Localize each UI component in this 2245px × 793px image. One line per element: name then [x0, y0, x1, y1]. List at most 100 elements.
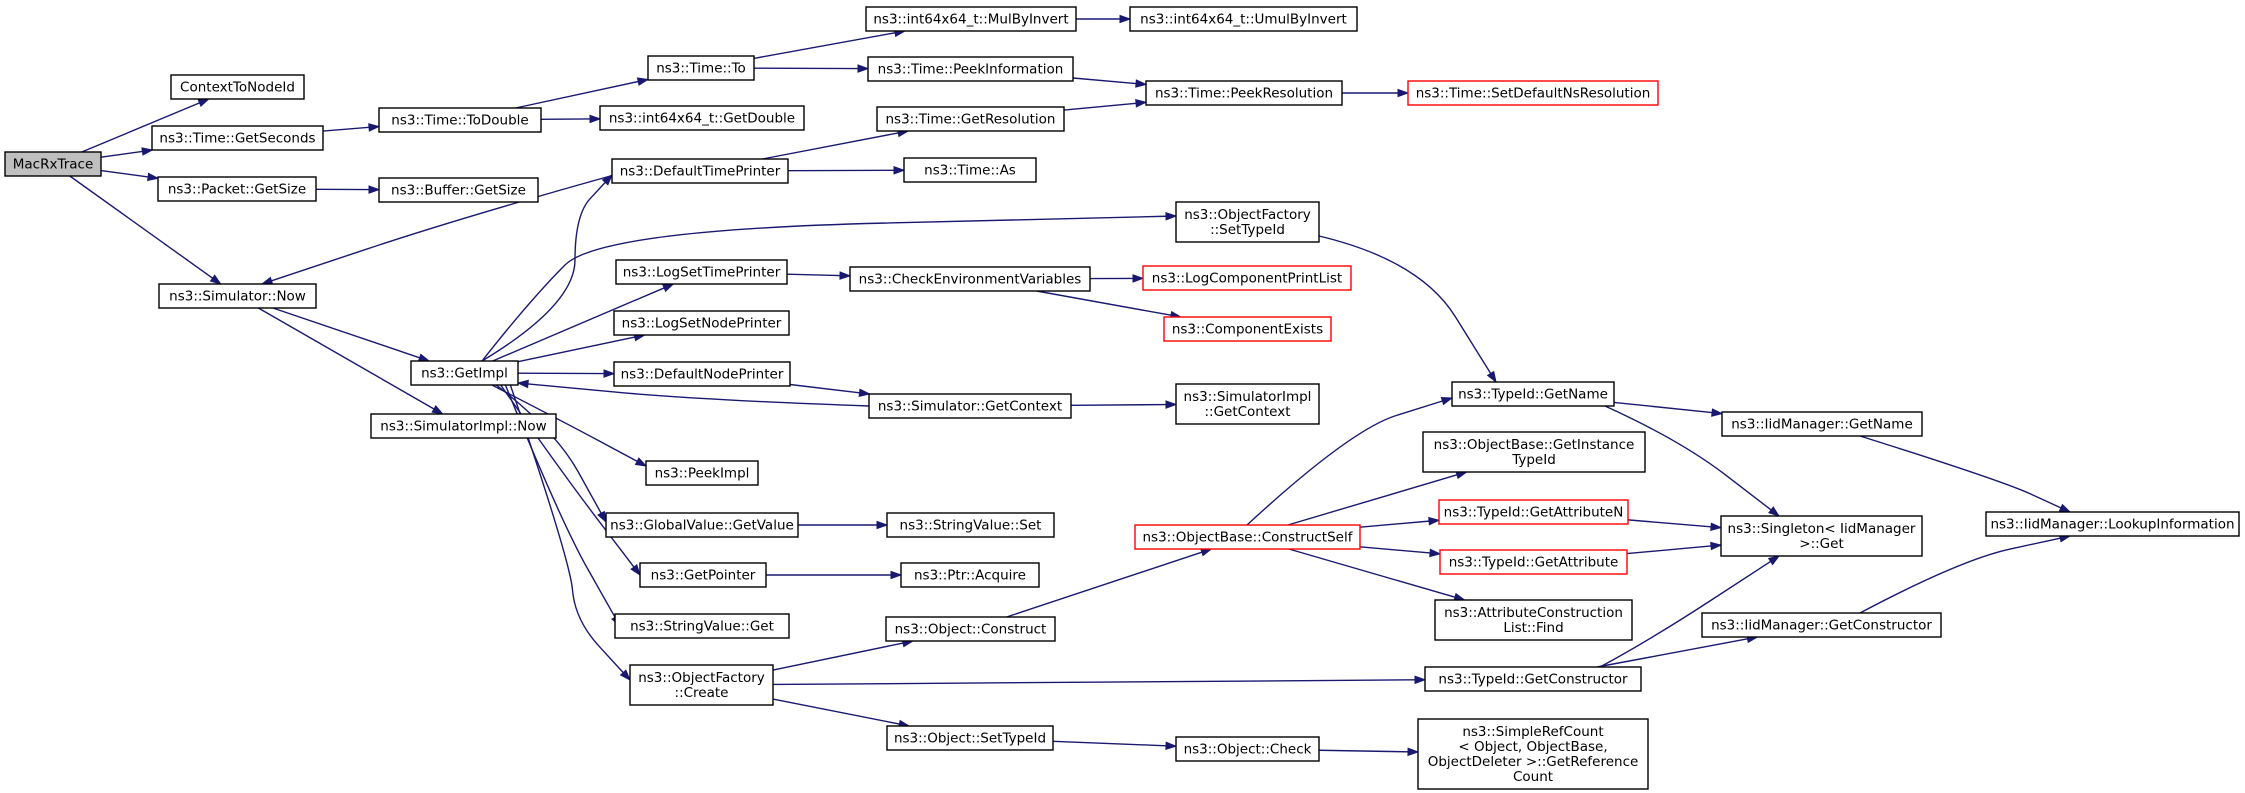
node-peekimpl[interactable]: ns3::PeekImpl [645, 460, 759, 486]
node-simulatorimpl_now[interactable]: ns3::SimulatorImpl::Now [370, 413, 557, 439]
edge-typeid_getattributen-to-singleton_get [1627, 519, 1723, 532]
node-objectbase_constructself[interactable]: ns3::ObjectBase::ConstructSelf [1134, 524, 1361, 550]
edge-line [1063, 102, 1137, 111]
node-componentexists[interactable]: ns3::ComponentExists [1163, 316, 1332, 342]
node-buffer_getsize[interactable]: ns3::Buffer::GetSize [378, 177, 539, 203]
edge-getimpl-to-defaulttimeprinter [481, 173, 614, 362]
node-int64_getdouble[interactable]: ns3::int64x64_t::GetDouble [599, 105, 805, 131]
node-iidmanager_getconstructor[interactable]: ns3::IidManager::GetConstructor [1701, 612, 1942, 638]
edge-objectfactory_create-to-object_construct [772, 638, 915, 671]
node-typeid_getconstructor[interactable]: ns3::TypeId::GetConstructor [1424, 666, 1642, 692]
node-typeid_getname[interactable]: ns3::TypeId::GetName [1451, 381, 1615, 407]
node-time_peekresolution[interactable]: ns3::Time::PeekResolution [1145, 80, 1343, 106]
node-getimpl[interactable]: ns3::GetImpl [410, 360, 519, 386]
node-simplerefcount_getreferencecount[interactable]: ns3::SimpleRefCount< Object, ObjectBase,… [1417, 718, 1649, 790]
node-label: ns3::LogSetNodePrinter [622, 316, 782, 332]
node-box [1720, 515, 1923, 557]
node-objectfactory_settypeid[interactable]: ns3::ObjectFactory::SetTypeId [1175, 201, 1320, 243]
edge-objectfactory_create-to-object_settypeid [772, 698, 911, 729]
edge-line [772, 698, 900, 725]
edge-arrowhead [1132, 274, 1145, 283]
node-label: ns3::Simulator::Now [169, 289, 306, 305]
node-simulatorimpl_getcontext[interactable]: ns3::SimulatorImpl::GetContext [1175, 383, 1320, 425]
edge-getimpl-to-logsetnodeprinter [517, 332, 647, 363]
node-logsetnodeprinter[interactable]: ns3::LogSetNodePrinter [613, 310, 790, 336]
edge-line [515, 80, 639, 109]
edge-line [481, 181, 606, 362]
node-time_todouble[interactable]: ns3::Time::ToDouble [378, 107, 542, 133]
node-time_getresolution[interactable]: ns3::Time::GetResolution [876, 106, 1065, 132]
node-label: ns3::ObjectFactory [1184, 207, 1311, 223]
node-objectfactory_create[interactable]: ns3::ObjectFactory::Create [629, 664, 774, 706]
node-time_to[interactable]: ns3::Time::To [647, 55, 755, 81]
node-box [868, 393, 1072, 419]
node-object_construct[interactable]: ns3::Object::Construct [885, 616, 1056, 642]
node-label: ns3::Buffer::GetSize [391, 183, 526, 199]
node-stringvalue_get[interactable]: ns3::StringValue::Get [614, 613, 790, 639]
node-label: ns3::Time::As [924, 163, 1016, 179]
node-label: ns3::TypeId::GetAttribute [1449, 555, 1619, 571]
node-defaulttimeprinter[interactable]: ns3::DefaultTimePrinter [611, 158, 789, 184]
node-box [613, 361, 791, 387]
edge-arrowhead [1486, 370, 1497, 384]
node-globalvalue_getvalue[interactable]: ns3::GlobalValue::GetValue [605, 512, 799, 538]
edge-arrowhead [368, 185, 381, 194]
node-logsettimeprinter[interactable]: ns3::LogSetTimePrinter [615, 259, 788, 285]
edge-macrxtrace-to-time_getseconds [100, 147, 154, 158]
node-box [1424, 666, 1642, 692]
edge-arrowhead [260, 276, 274, 285]
node-box [615, 259, 788, 285]
node-getpointer[interactable]: ns3::GetPointer [639, 562, 767, 588]
node-label: List::Find [1503, 620, 1563, 636]
node-label: ns3::TypeId::GetAttributeN [1444, 505, 1624, 521]
node-time_as[interactable]: ns3::Time::As [903, 157, 1037, 183]
node-label: ns3::SimulatorImpl::Now [380, 419, 546, 435]
edge-line [517, 336, 635, 363]
node-defaultnodeprinter[interactable]: ns3::DefaultNodePrinter [613, 361, 791, 387]
edge-arrowhead [636, 77, 650, 86]
edge-arrowhead [630, 564, 641, 577]
node-int64_umulbyinvert[interactable]: ns3::int64x64_t::UmulByInvert [1129, 6, 1358, 32]
node-box [599, 105, 805, 131]
edge-typeid_getconstructor-to-singleton_get [1599, 555, 1781, 668]
edge-arrowhead [839, 271, 852, 280]
edge-line [1359, 546, 1431, 554]
node-int64_mulbyinvert[interactable]: ns3::int64x64_t::MulByInvert [865, 6, 1077, 32]
node-packet_getsize[interactable]: ns3::Packet::GetSize [157, 176, 317, 202]
node-box [1145, 80, 1343, 106]
node-contexttonodeid[interactable]: ContextToNodeId [170, 74, 305, 100]
node-iidmanager_getname[interactable]: ns3::IidManager::GetName [1721, 411, 1923, 437]
node-label: Count [1513, 769, 1553, 785]
node-time_peekinformation[interactable]: ns3::Time::PeekInformation [867, 56, 1074, 82]
node-object_settypeid[interactable]: ns3::Object::SetTypeId [886, 725, 1054, 751]
edge-arrowhead [516, 379, 529, 389]
edge-macrxtrace-to-simulator_now [69, 175, 222, 285]
node-ptr_acquire[interactable]: ns3::Ptr::Acquire [900, 562, 1040, 588]
edge-arrowhead [1768, 506, 1781, 517]
node-checkenvironmentvariables[interactable]: ns3::CheckEnvironmentVariables [849, 266, 1091, 292]
node-object_check[interactable]: ns3::Object::Check [1175, 736, 1320, 762]
edge-simulator_now-to-getimpl [272, 307, 431, 362]
node-singleton_get[interactable]: ns3::Singleton< IidManager>::Get [1720, 515, 1923, 557]
node-time_setdefaultnsresolution[interactable]: ns3::Time::SetDefaultNsResolution [1407, 80, 1659, 106]
node-iidmanager_lookupinformation[interactable]: ns3::IidManager::LookupInformation [1985, 511, 2240, 537]
node-typeid_getattribute[interactable]: ns3::TypeId::GetAttribute [1439, 549, 1628, 575]
node-typeid_getattributen[interactable]: ns3::TypeId::GetAttributeN [1438, 499, 1629, 525]
node-label: ns3::int64x64_t::GetDouble [609, 111, 795, 127]
edge-arrowhead [876, 520, 889, 530]
edge-simulator_getcontext-to-getimpl [516, 379, 870, 407]
edge-line [1288, 548, 1456, 598]
edge-line [1604, 405, 1772, 511]
edge-arrowhead [1200, 548, 1213, 557]
edge-arrowhead [1440, 397, 1454, 406]
node-stringvalue_set[interactable]: ns3::StringValue::Set [886, 512, 1055, 538]
node-simulator_getcontext[interactable]: ns3::Simulator::GetContext [868, 393, 1072, 419]
node-logcomponentprintlist[interactable]: ns3::LogComponentPrintList [1142, 265, 1352, 291]
node-label: ns3::IidManager::LookupInformation [1990, 517, 2234, 533]
edge-arrowhead [197, 98, 211, 108]
node-box [378, 107, 542, 133]
node-simulator_now[interactable]: ns3::Simulator::Now [158, 283, 317, 309]
node-time_getseconds[interactable]: ns3::Time::GetSeconds [151, 125, 324, 151]
